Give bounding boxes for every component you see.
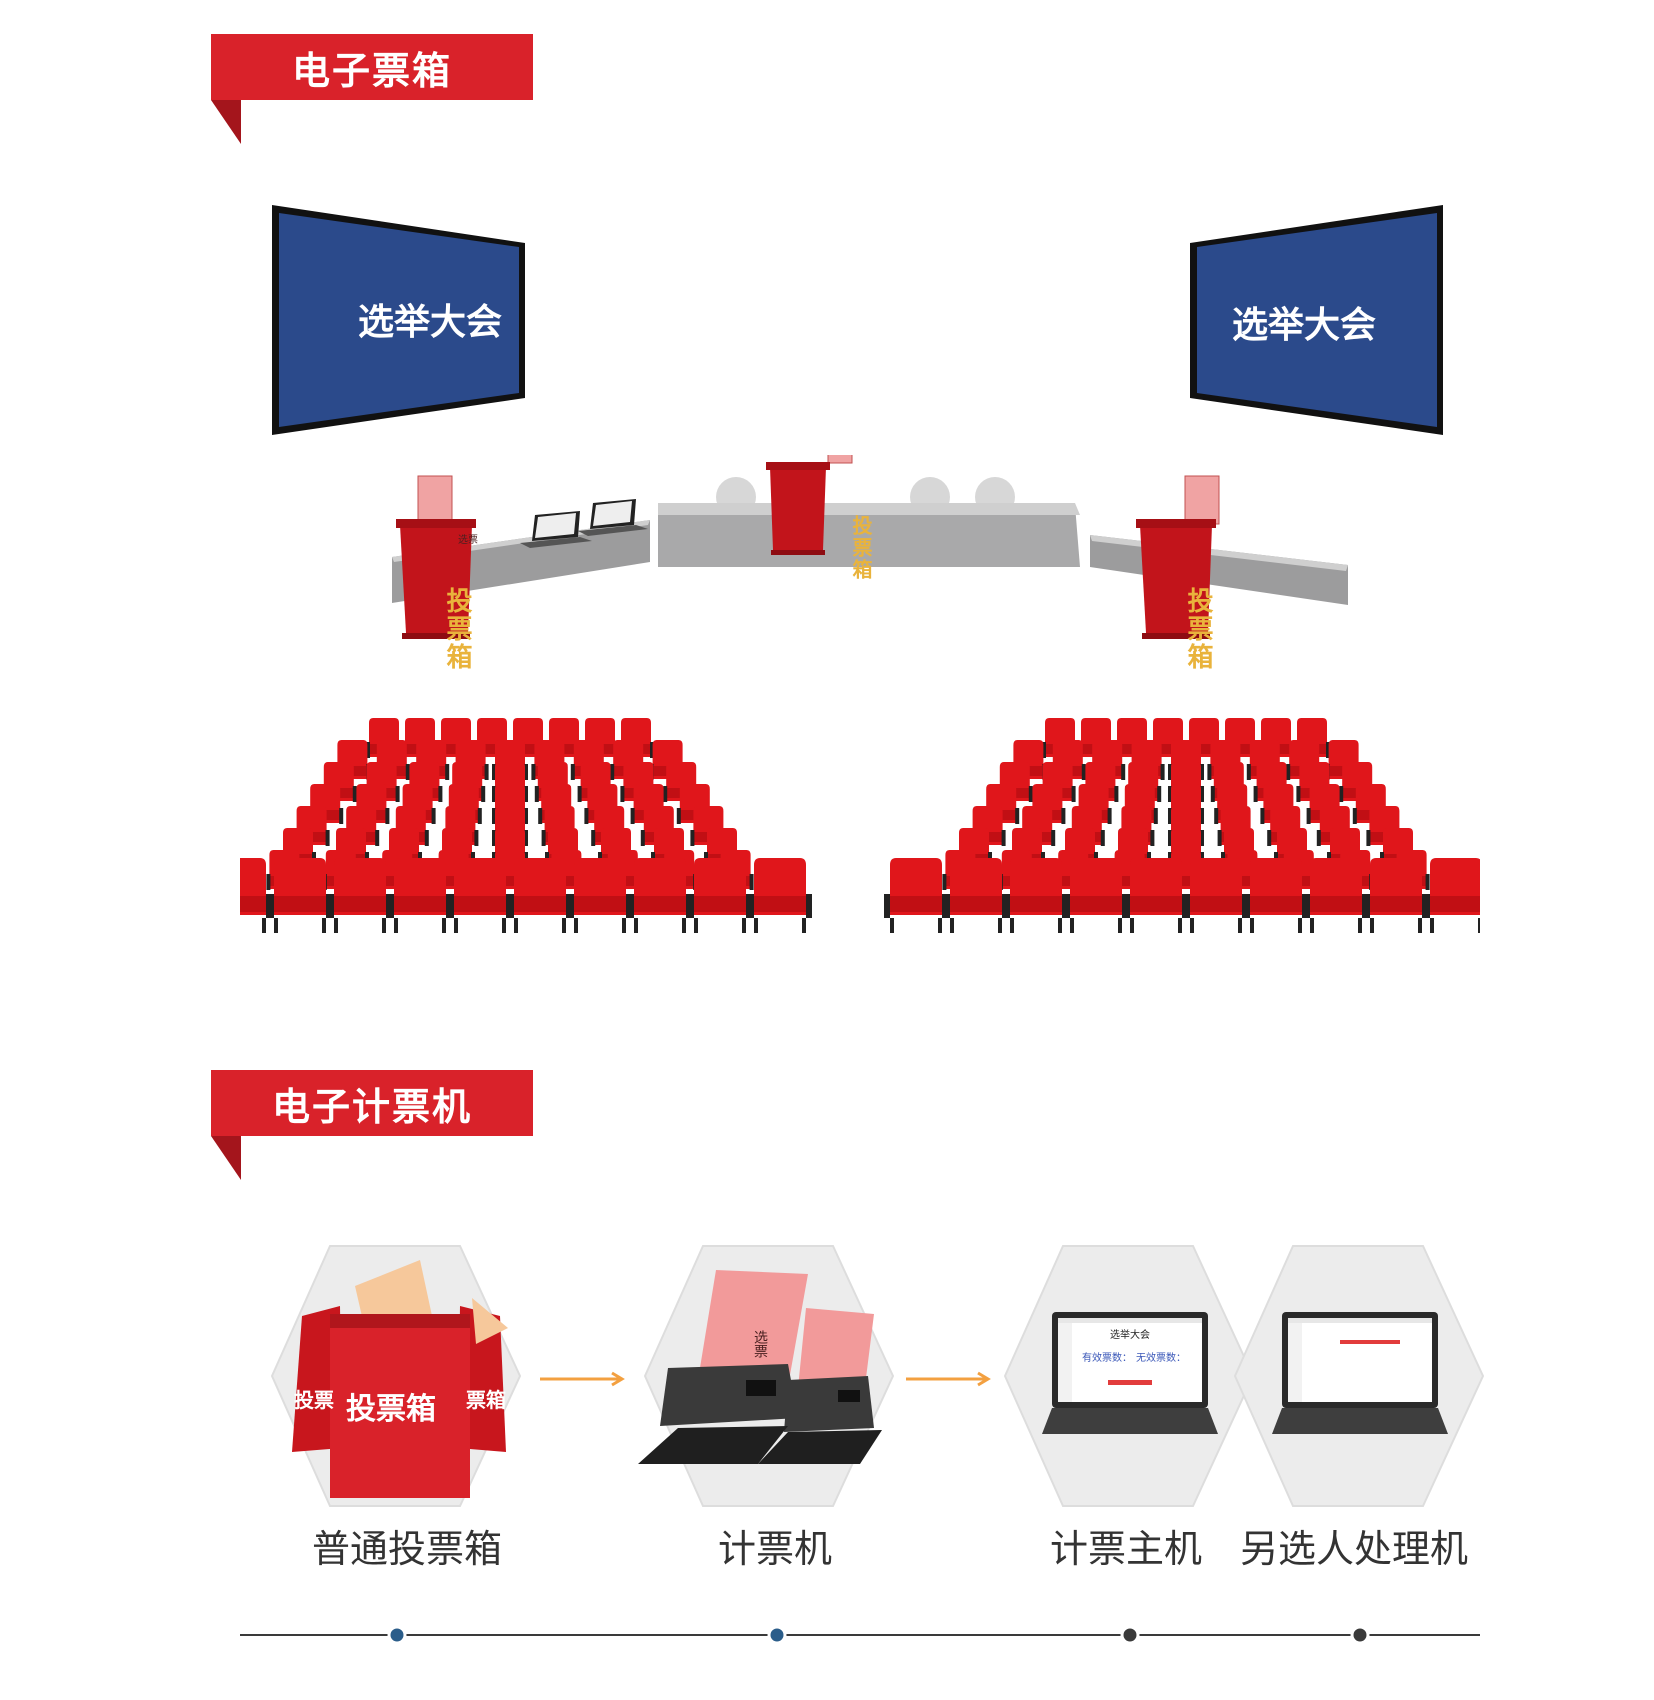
front-seat <box>1364 858 1428 933</box>
banner-fold <box>211 1136 241 1180</box>
counting-paper-label: 选票 <box>752 1330 768 1358</box>
stage-illustration <box>392 455 1348 639</box>
front-seat <box>508 858 572 933</box>
ballot-box-right-label: 票箱 <box>466 1388 506 1412</box>
timeline-dot <box>1120 1625 1140 1645</box>
laptops-on-left-table <box>520 499 648 548</box>
host-valid-count: 有效票数： <box>1082 1353 1132 1364</box>
banner-fold <box>211 100 241 144</box>
host-screen-title: 选举大会 <box>1110 1330 1150 1341</box>
device-label-counting-host: 计票主机 <box>1050 1527 1203 1571</box>
front-seat <box>268 858 332 933</box>
bottom-timeline <box>240 1625 1480 1645</box>
front-seat <box>240 858 272 933</box>
ballot-paper-right <box>1184 475 1220 525</box>
front-seat <box>1304 858 1368 933</box>
timeline-dot <box>387 1625 407 1645</box>
ballot-paper-left <box>417 475 453 525</box>
ballot-box-left <box>400 525 472 633</box>
seat-block-right <box>884 718 1480 933</box>
front-seat <box>448 858 512 933</box>
section-title-text: 电子票箱 <box>291 48 452 93</box>
ballot-paper-center <box>827 455 853 464</box>
section-title-text: 电子计票机 <box>271 1084 472 1129</box>
host-invalid-count: 无效票数： <box>1136 1353 1186 1364</box>
right-table <box>1090 535 1348 605</box>
ballot-box-front-label: 投票箱 <box>346 1392 436 1427</box>
audience-seating <box>240 718 1480 933</box>
front-seat <box>748 858 812 933</box>
section-title-electronic-ballot-box: 电子票箱 <box>211 34 533 100</box>
front-seat <box>884 858 948 933</box>
front-seat <box>688 858 752 933</box>
front-seat <box>1244 858 1308 933</box>
alternate-candidate-laptop <box>1272 1312 1448 1434</box>
ballot-box-left-label: 投票 <box>294 1388 334 1412</box>
left-display-screen <box>270 203 530 438</box>
ballot-box-right <box>1140 525 1212 633</box>
front-seat <box>1004 858 1068 933</box>
front-seat <box>944 858 1008 933</box>
ordinary-ballot-box-image <box>292 1260 508 1498</box>
counting-machine-image <box>638 1270 882 1464</box>
front-seat <box>328 858 392 933</box>
stage-ballot-paper-label: 选票 <box>458 535 478 546</box>
left-ballot-box-label: 投票箱 <box>442 587 472 671</box>
ballot-box-center <box>770 467 826 550</box>
front-seat <box>1184 858 1248 933</box>
device-label-alternate-processor: 另选人处理机 <box>1240 1527 1469 1571</box>
counting-host-laptop <box>1042 1312 1218 1434</box>
right-screen-title: 选举大会 <box>1232 305 1377 346</box>
device-label-counting-machine: 计票机 <box>718 1527 833 1571</box>
center-ballot-box-label: 投票箱 <box>849 515 873 581</box>
section-title-electronic-counting-machine: 电子计票机 <box>211 1070 533 1136</box>
front-seat <box>1124 858 1188 933</box>
right-ballot-box-label: 投票箱 <box>1183 587 1213 671</box>
left-screen-title: 选举大会 <box>358 302 503 343</box>
device-label-ordinary-ballot-box: 普通投票箱 <box>312 1527 503 1571</box>
seat-block-left <box>240 718 812 933</box>
front-seat <box>388 858 452 933</box>
front-seat <box>568 858 632 933</box>
timeline-dot <box>1350 1625 1370 1645</box>
front-seat <box>628 858 692 933</box>
front-seat <box>1064 858 1128 933</box>
front-seat <box>1424 858 1480 933</box>
center-table <box>658 505 1080 567</box>
right-display-screen <box>1188 203 1448 438</box>
timeline-dot <box>767 1625 787 1645</box>
flow-arrows <box>540 1371 991 1387</box>
